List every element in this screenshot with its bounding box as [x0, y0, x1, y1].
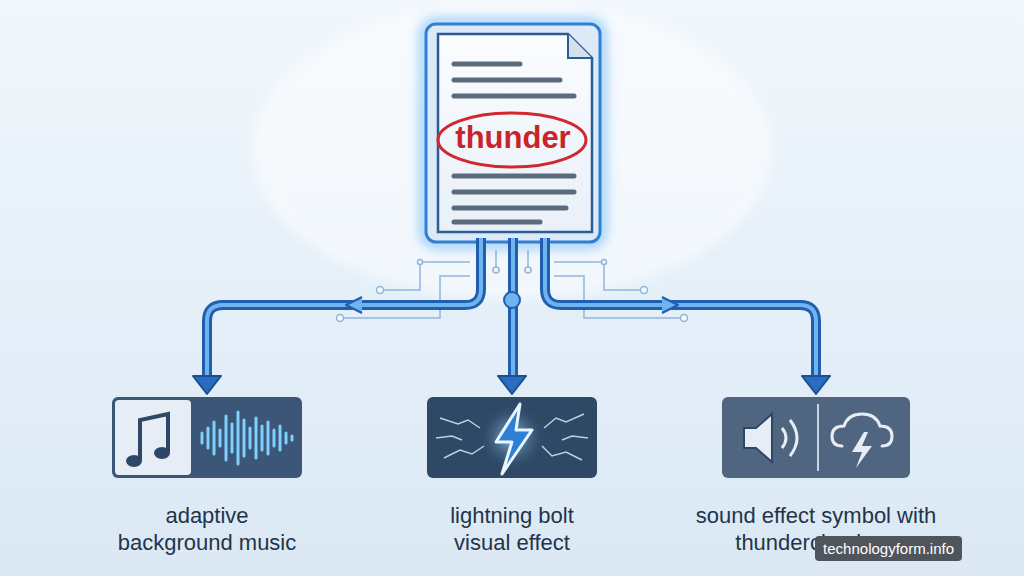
watermark: technologyform.info [815, 536, 962, 561]
output-box: sound effect symbol with thunderclap ico… [722, 397, 910, 478]
sound-thunder-icon [722, 397, 910, 478]
music-icon [112, 397, 302, 478]
output-label: lightning bolt visual effect [422, 502, 602, 556]
output-box: lightning bolt visual effect [427, 397, 597, 478]
lightning-icon [427, 397, 597, 478]
output-label: adaptive background music [107, 502, 307, 556]
flow-arrow [545, 238, 830, 394]
text-lines [454, 64, 574, 222]
document-page [438, 34, 592, 232]
flow-arrow [498, 238, 526, 394]
highlight-ellipse [438, 113, 586, 167]
doc-frame [426, 24, 600, 242]
document-box: thunder [428, 28, 598, 238]
keyword: thunder [455, 120, 570, 156]
flow-arrow [193, 238, 481, 394]
output-box: adaptive background music [112, 397, 302, 478]
doc-glow [424, 22, 602, 244]
